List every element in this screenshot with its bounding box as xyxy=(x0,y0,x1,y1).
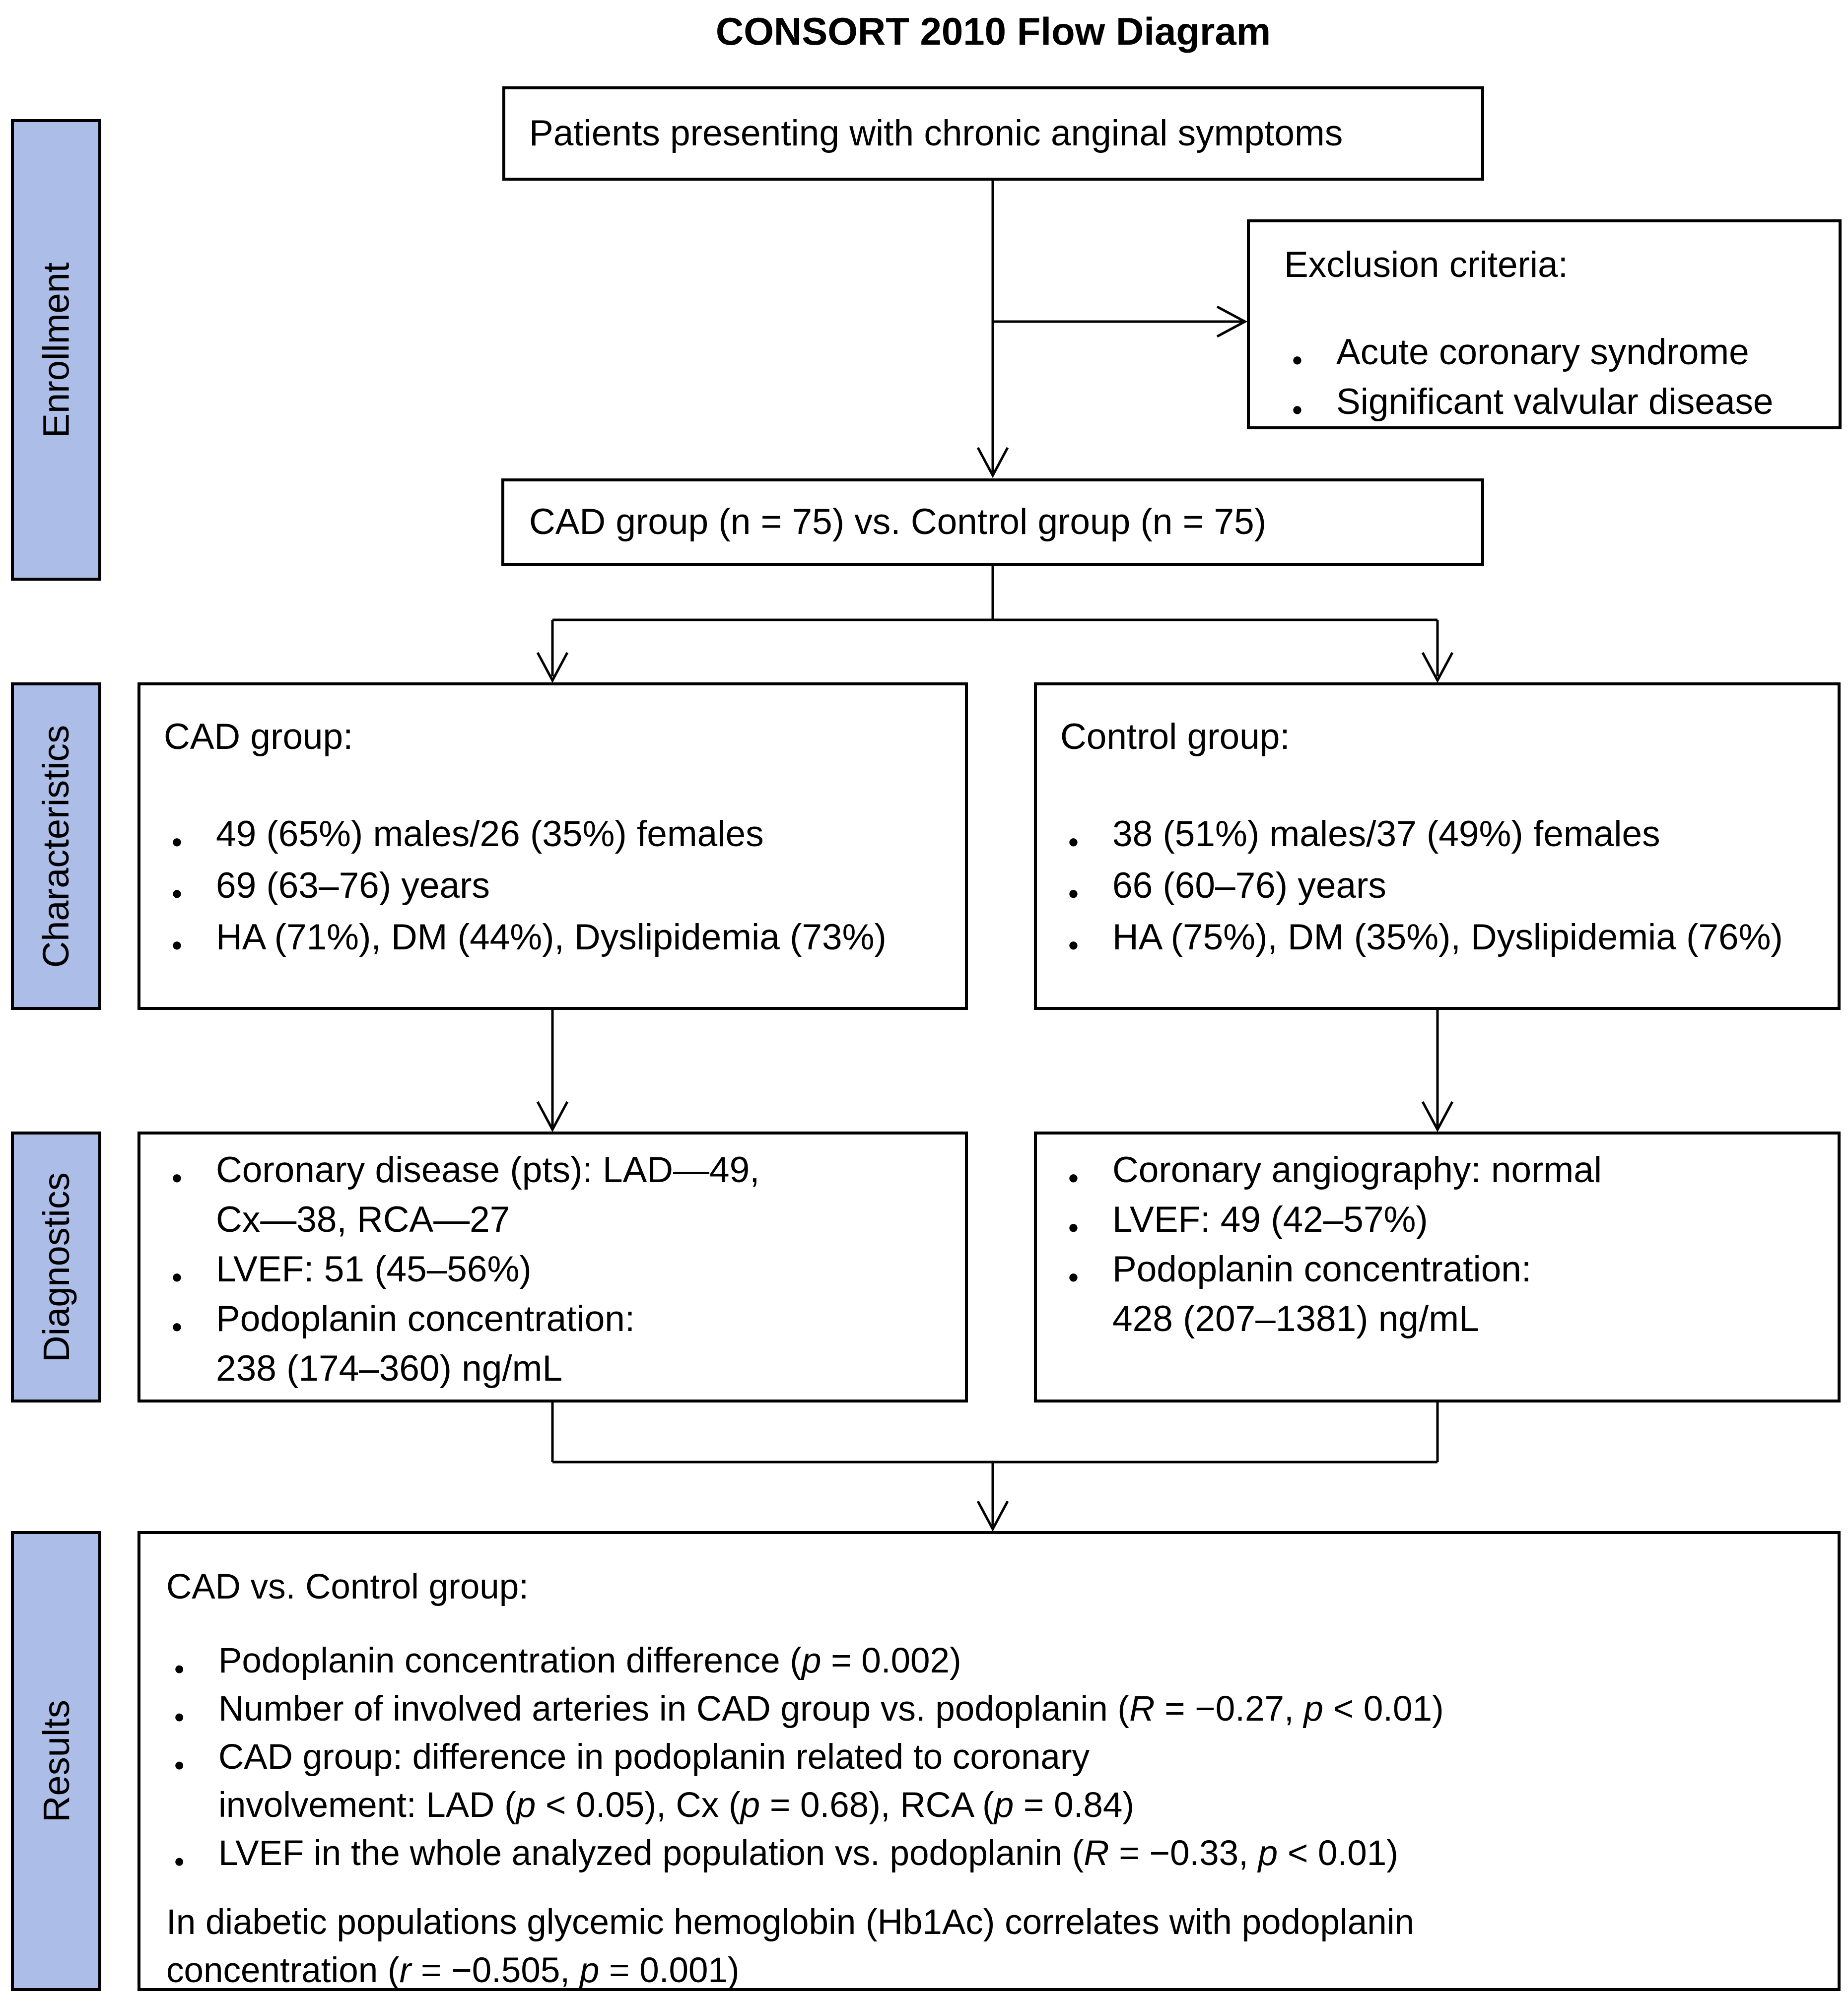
list-item: HA (75%), DM (35%), Dyslipidemia (76%) xyxy=(1060,912,1828,971)
cad-diagnostics-list: Coronary disease (pts): LAD—49, Cx—38, R… xyxy=(164,1145,955,1394)
list-item: Podoplanin concentration: 428 (207–1381)… xyxy=(1060,1245,1828,1344)
sidebar-stage-characteristics: Characteristics xyxy=(11,682,101,1010)
control-diagnostics-list: Coronary angiography: normal LVEF: 49 (4… xyxy=(1060,1145,1828,1344)
exclusion-item: Significant valvular disease xyxy=(1284,377,1829,434)
control-diagnostics-box: Coronary angiography: normal LVEF: 49 (4… xyxy=(1034,1132,1841,1402)
page-title: CONSORT 2010 Flow Diagram xyxy=(715,9,1271,53)
sidebar-stage-diagnostics: Diagnostics xyxy=(11,1132,101,1402)
arrow-down-char-cad xyxy=(536,652,569,683)
results-heading: CAD vs. Control group: xyxy=(166,1567,529,1606)
sidebar-stage-enrollment: Enrollment xyxy=(11,119,101,581)
arrow-down-groups xyxy=(976,447,1009,478)
exclusion-heading: Exclusion criteria: xyxy=(1284,245,1569,285)
list-item: CAD group: difference in podoplanin rela… xyxy=(166,1733,1823,1829)
list-item: 38 (51%) males/37 (49%) females xyxy=(1060,808,1828,868)
sidebar-label-characteristics: Characteristics xyxy=(35,725,77,968)
sidebar-label-results: Results xyxy=(35,1700,77,1822)
list-item: Podoplanin concentration: 238 (174–360) … xyxy=(164,1294,955,1394)
list-item: Podoplanin concentration difference (p =… xyxy=(166,1637,1823,1692)
list-item: HA (71%), DM (44%), Dyslipidemia (73%) xyxy=(164,912,955,971)
control-characteristics-box: Control group: 38 (51%) males/37 (49%) f… xyxy=(1034,682,1841,1010)
patients-box: Patients presenting with chronic anginal… xyxy=(502,86,1484,181)
list-item: Coronary disease (pts): LAD—49, Cx—38, R… xyxy=(164,1145,955,1245)
arrow-down-char-control xyxy=(1421,652,1454,683)
list-item: LVEF: 51 (45–56%) xyxy=(164,1245,955,1302)
list-item: LVEF: 49 (42–57%) xyxy=(1060,1195,1828,1252)
list-item: Coronary angiography: normal xyxy=(1060,1145,1828,1202)
arrow-right-exclusion xyxy=(1216,305,1248,338)
results-box: CAD vs. Control group: Podoplanin concen… xyxy=(137,1531,1841,1991)
results-list: Podoplanin concentration difference (p =… xyxy=(166,1637,1823,1885)
exclusion-list: Acute coronary syndrome Significant valv… xyxy=(1284,328,1829,434)
sidebar-stage-results: Results xyxy=(11,1531,101,1991)
groups-box: CAD group (n = 75) vs. Control group (n … xyxy=(501,478,1484,566)
arrow-down-diag-control xyxy=(1421,1101,1454,1133)
results-note: In diabetic populations glycemic hemoglo… xyxy=(166,1903,1415,1990)
list-item: Number of involved arteries in CAD group… xyxy=(166,1685,1823,1740)
cad-characteristics-list: 49 (65%) males/26 (35%) females 69 (63–7… xyxy=(164,808,955,971)
groups-box-text: CAD group (n = 75) vs. Control group (n … xyxy=(529,502,1267,542)
list-item: 66 (60–76) years xyxy=(1060,860,1828,919)
sidebar-label-enrollment: Enrollment xyxy=(35,262,77,438)
cad-characteristics-box: CAD group: 49 (65%) males/26 (35%) femal… xyxy=(137,682,968,1010)
list-item: 49 (65%) males/26 (35%) females xyxy=(164,808,955,868)
control-characteristics-heading: Control group: xyxy=(1060,717,1290,757)
cad-characteristics-heading: CAD group: xyxy=(164,717,353,757)
exclusion-item: Acute coronary syndrome xyxy=(1284,328,1829,385)
list-item: 69 (63–76) years xyxy=(164,860,955,919)
exclusion-criteria-box: Exclusion criteria: Acute coronary syndr… xyxy=(1247,219,1842,434)
list-item: LVEF in the whole analyzed population vs… xyxy=(166,1829,1823,1885)
sidebar-label-diagnostics: Diagnostics xyxy=(35,1172,77,1362)
arrow-down-results xyxy=(976,1500,1009,1532)
control-characteristics-list: 38 (51%) males/37 (49%) females 66 (60–7… xyxy=(1060,808,1828,971)
cad-diagnostics-box: Coronary disease (pts): LAD—49, Cx—38, R… xyxy=(137,1132,968,1402)
patients-box-text: Patients presenting with chronic anginal… xyxy=(529,113,1343,153)
arrow-down-diag-cad xyxy=(536,1101,569,1133)
